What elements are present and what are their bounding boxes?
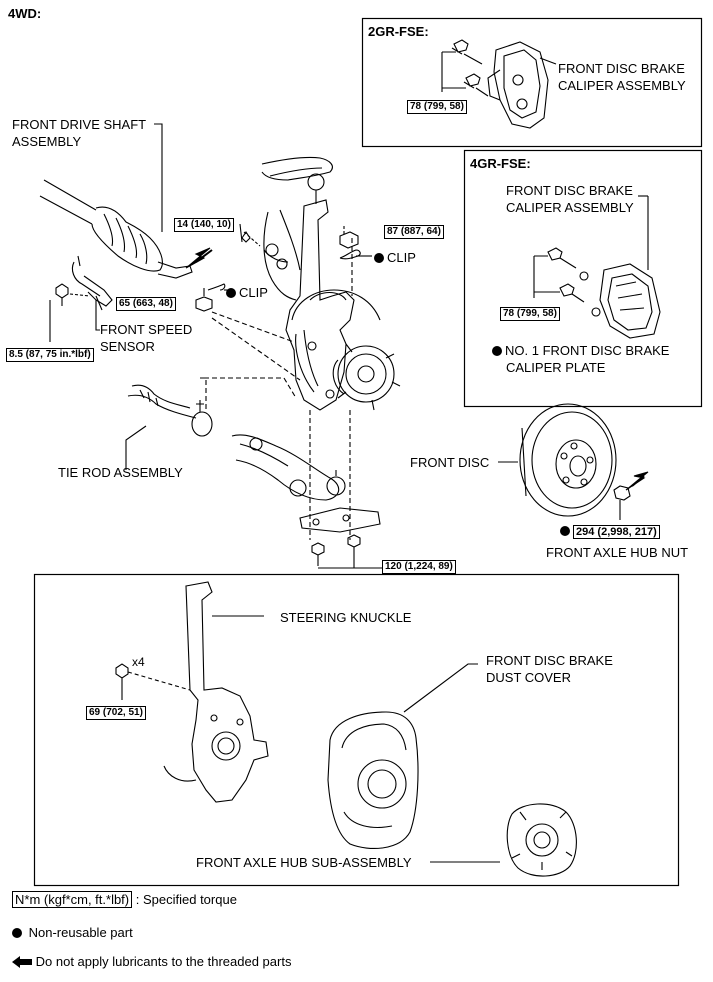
nonreusable-dot-icon (492, 346, 502, 356)
label-dust-cover-line1: FRONT DISC BRAKE (486, 653, 613, 668)
label-drive-shaft-line1: FRONT DRIVE SHAFT (12, 117, 147, 132)
label-speed-sensor-line2: SENSOR (100, 339, 155, 354)
label-caliper-4gr-line2: CALIPER ASSEMBLY (506, 200, 634, 215)
bolts-2gr (441, 39, 489, 97)
caliper-4gr-drawing (579, 263, 661, 339)
label-clip-left: CLIP (226, 285, 268, 300)
label-plate-line2: CALIPER PLATE (506, 360, 606, 375)
legend-torque-box: N*m (kgf*cm, ft.*lbf) (12, 891, 133, 908)
bolts-4gr (533, 247, 585, 303)
label-caliper-2gr-line1: FRONT DISC BRAKE (558, 61, 685, 76)
legend-nolube-text: Do not apply lubricants to the threaded … (35, 954, 292, 969)
nonreusable-dot-icon (226, 288, 236, 298)
front-disc-drawing (519, 403, 617, 517)
torque-14: 14 (140, 10) (174, 218, 234, 232)
label-plate-line1: NO. 1 FRONT DISC BRAKE (492, 343, 669, 358)
box-title-4gr: 4GR-FSE: (470, 156, 531, 171)
hub-sub-drawing (506, 803, 577, 877)
label-caliper-2gr-line2: CALIPER ASSEMBLY (558, 78, 686, 93)
tie-rod-drawing (127, 384, 213, 437)
legend-torque: N*m (kgf*cm, ft.*lbf) : Specified torque (12, 891, 237, 908)
legend-nonreusable-text: Non-reusable part (28, 925, 133, 940)
torque-294-wrap: 294 (2,998, 217) (560, 525, 660, 540)
label-hub-nut: FRONT AXLE HUB NUT (546, 545, 689, 560)
torque-8-5: 8.5 (87, 75 in.*lbf) (6, 348, 94, 362)
legend-nonreusable: Non-reusable part (12, 925, 133, 940)
torque-78-2gr: 78 (799, 58) (407, 100, 467, 114)
nonreusable-dot-icon (374, 253, 384, 263)
nonreusable-dot-icon (560, 526, 570, 536)
torque-69: 69 (702, 51) (86, 706, 146, 720)
label-steering-knuckle: STEERING KNUCKLE (280, 610, 412, 625)
label-speed-sensor-line1: FRONT SPEED (100, 322, 193, 337)
label-tie-rod: TIE ROD ASSEMBLY (58, 465, 183, 480)
label-drive-shaft-line2: ASSEMBLY (12, 134, 82, 149)
torque-87: 87 (887, 64) (384, 225, 444, 239)
drive-shaft-drawing (39, 179, 193, 279)
label-front-disc: FRONT DISC (410, 455, 490, 470)
legend-torque-text: : Specified torque (135, 892, 237, 907)
torque-120: 120 (1,224, 89) (382, 560, 456, 574)
label-dust-cover-line2: DUST COVER (486, 670, 571, 685)
page-title: 4WD: (8, 6, 42, 21)
torque-294: 294 (2,998, 217) (573, 525, 660, 539)
lubricant-arrow-icon (12, 956, 32, 968)
nonreusable-dot-icon (12, 928, 22, 938)
knuckle-exploded-drawing (163, 581, 269, 803)
label-clip-right: CLIP (374, 250, 416, 265)
lower-arm-drawing (231, 434, 346, 501)
caliper-2gr-drawing (487, 41, 557, 129)
dust-cover-drawing (327, 711, 419, 849)
upper-arm-drawing (261, 156, 333, 204)
label-clip-right-text: CLIP (387, 250, 416, 265)
label-x4: x4 (132, 655, 145, 669)
legend-nolube: Do not apply lubricants to the threaded … (12, 954, 291, 969)
label-caliper-4gr-line1: FRONT DISC BRAKE (506, 183, 633, 198)
torque-65: 65 (663, 48) (116, 297, 176, 311)
knuckle-main-drawing (285, 199, 401, 411)
box-title-2gr: 2GR-FSE: (368, 24, 429, 39)
torque-78-4gr: 78 (799, 58) (500, 307, 560, 321)
label-plate-text: NO. 1 FRONT DISC BRAKE (505, 343, 670, 358)
speed-sensor-drawing (71, 255, 113, 311)
label-clip-left-text: CLIP (239, 285, 268, 300)
label-hub-sub-assembly: FRONT AXLE HUB SUB-ASSEMBLY (196, 855, 412, 870)
